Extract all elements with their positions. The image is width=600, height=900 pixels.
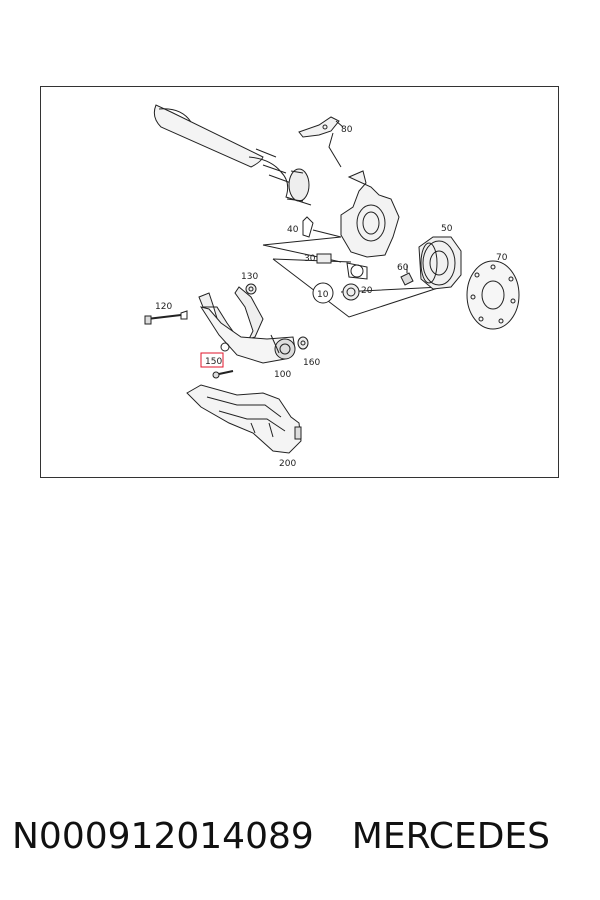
callout-80: 80: [341, 125, 353, 135]
callout-150: 150: [205, 357, 222, 367]
callout-120: 120: [155, 302, 172, 312]
part-160-nut: [297, 336, 309, 350]
diagram-frame: 80 40 30 10 20 60 50 70 130 120 150 160 …: [40, 86, 559, 478]
part-50-hub-bearing: [418, 236, 462, 290]
part-70-wheel-flange: [466, 260, 520, 330]
part-80-bracket: [298, 116, 344, 168]
callout-40: 40: [287, 225, 299, 235]
callout-60: 60: [397, 263, 409, 273]
exploded-parts-diagram: 80 40 30 10 20 60 50 70 130 120 150 160 …: [144, 104, 520, 469]
callout-10: 10: [317, 290, 329, 300]
callout-circle-10: [312, 282, 334, 304]
callout-130: 130: [241, 272, 258, 282]
part-100-control-arm: [198, 286, 296, 364]
part-150-bolt: [212, 370, 234, 379]
steering-knuckle: [340, 170, 400, 280]
part-120-bolt: [144, 310, 188, 325]
part-20-bushing: [342, 283, 360, 301]
part-130-nut: [245, 283, 257, 295]
brand-name: MERCEDES: [351, 815, 551, 857]
callout-20: 20: [361, 286, 373, 296]
part-200-cover: [186, 384, 302, 454]
callout-150-highlight: [200, 352, 224, 368]
callout-30: 30: [304, 254, 316, 264]
callout-100: 100: [274, 370, 291, 380]
callout-50: 50: [441, 224, 453, 234]
callout-200: 200: [279, 459, 296, 469]
callout-160: 160: [303, 358, 320, 368]
callout-70: 70: [496, 253, 508, 263]
part-number: N000912014089: [12, 815, 314, 857]
drive-shaft: [153, 104, 312, 206]
part-30-sleeve: [316, 253, 332, 264]
part-caption: N000912014089 MERCEDES: [0, 806, 600, 866]
part-40-clip: [302, 216, 342, 238]
part-60-bolt: [400, 265, 414, 286]
